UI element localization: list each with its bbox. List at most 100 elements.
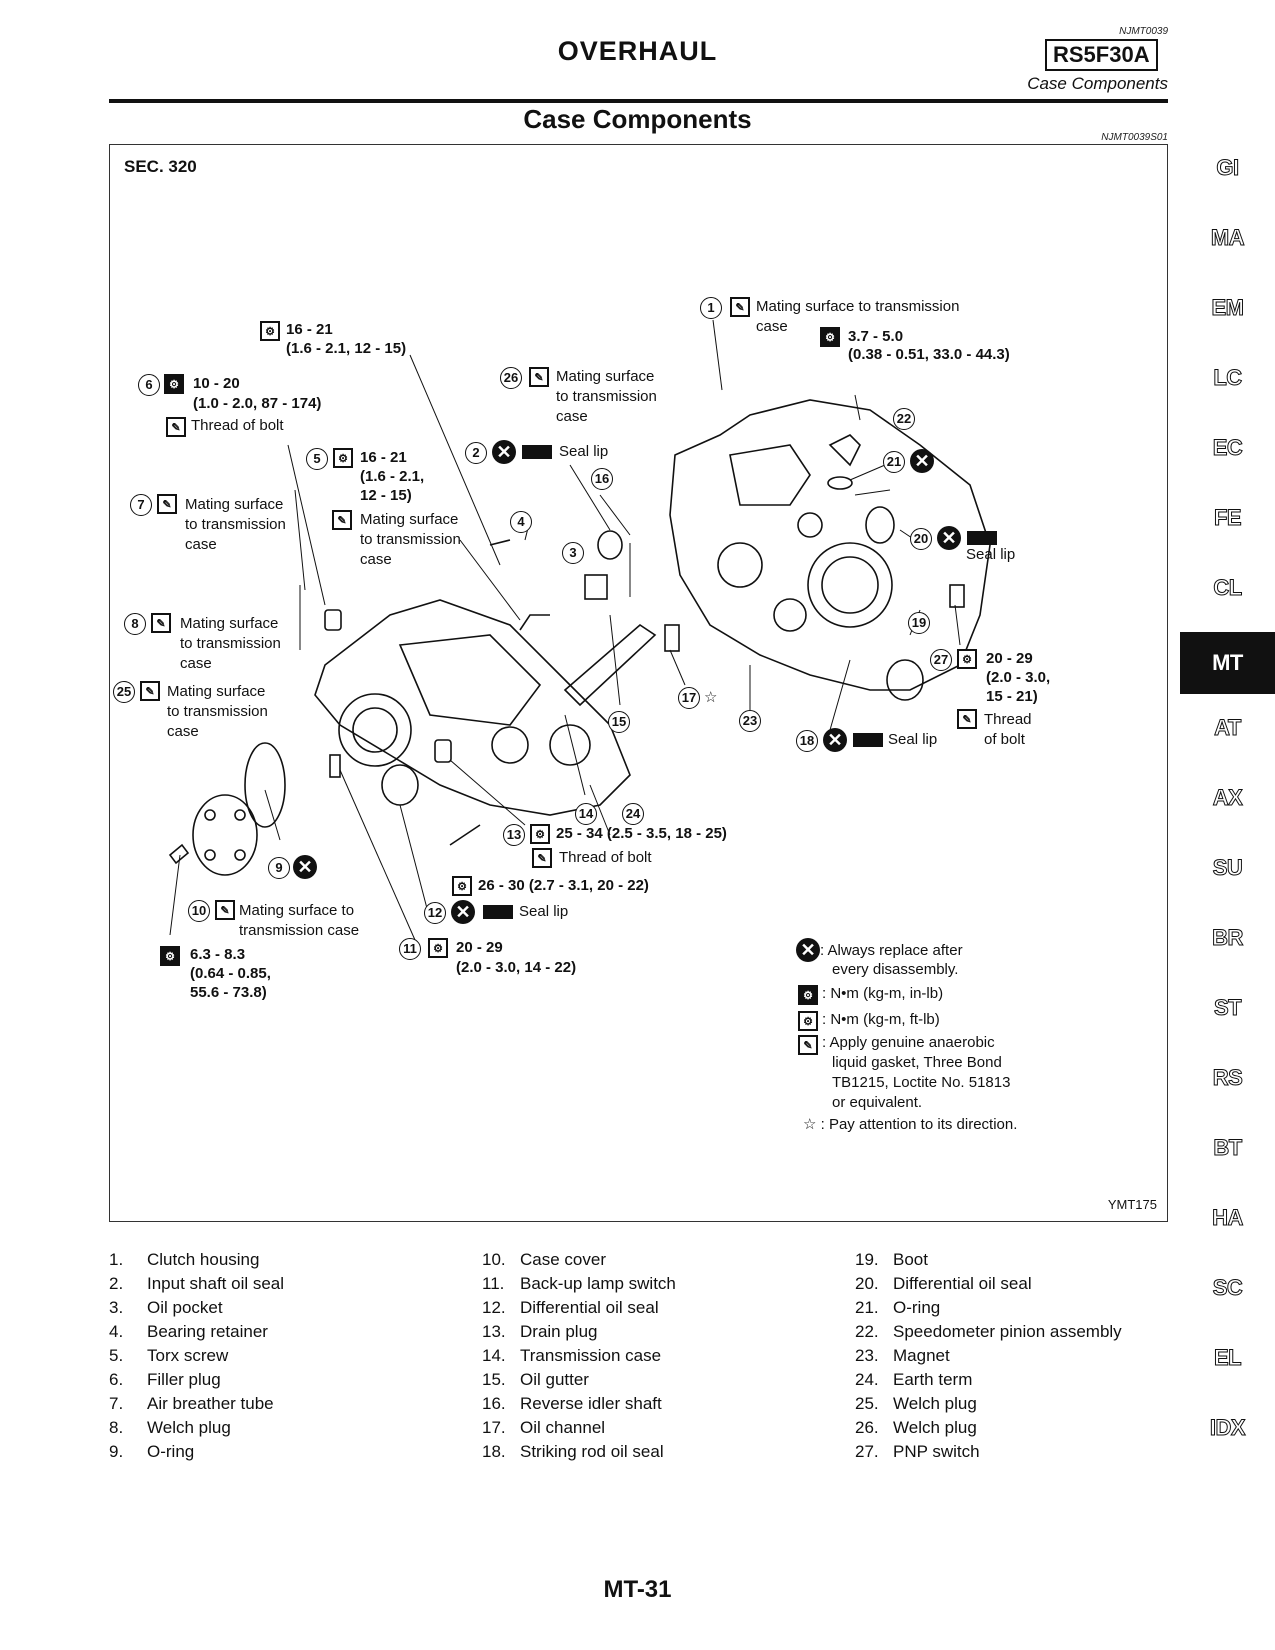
callout-13-line1: 25 - 34 (2.5 - 3.5, 18 - 25) <box>556 825 727 842</box>
callout-6-line2: (1.0 - 2.0, 87 - 174) <box>193 395 322 412</box>
callout-5-line1: 16 - 21 <box>360 449 407 466</box>
list-item: 4.Bearing retainer <box>109 1322 268 1341</box>
list-item: 19.Boot <box>855 1250 928 1269</box>
callout-9: 9 <box>268 857 290 879</box>
parts-list-col1: 1.Clutch housing 2.Input shaft oil seal … <box>109 1248 284 1464</box>
callout-24: 24 <box>622 803 644 825</box>
tab-mt[interactable]: MT <box>1180 632 1275 694</box>
callout-10-torque-3: 55.6 - 73.8) <box>190 984 267 1001</box>
tab-bt[interactable]: BT <box>1213 1135 1243 1161</box>
callout-26-line1: Mating surface <box>556 368 655 385</box>
tab-el[interactable]: EL <box>1213 1345 1242 1371</box>
gasket-icon: ✎ <box>140 681 160 701</box>
gasket-icon: ✎ <box>529 367 549 387</box>
callout-2: 2 <box>465 442 487 464</box>
callout-16: 16 <box>591 468 613 490</box>
model-badge: RS5F30A <box>1045 39 1158 71</box>
callout-1-torque-2: (0.38 - 0.51, 33.0 - 44.3) <box>848 346 1010 363</box>
callout-27-line1: 20 - 29 <box>986 650 1033 667</box>
callout-8: 8 <box>124 613 146 635</box>
legend-nm-inlb: : N•m (kg-m, in-lb) <box>822 985 944 1002</box>
callout-23: 23 <box>739 710 761 732</box>
seal-lip-icon <box>853 733 883 747</box>
torque-inlb-icon: ⚙ <box>798 985 818 1005</box>
list-item: 2.Input shaft oil seal <box>109 1274 285 1293</box>
replace-icon: ✕ <box>910 449 934 473</box>
tab-idx[interactable]: IDX <box>1209 1415 1246 1441</box>
tab-su[interactable]: SU <box>1212 855 1243 881</box>
legend-nm-ftlb: : N•m (kg-m, ft-lb) <box>822 1011 940 1028</box>
tab-fe[interactable]: FE <box>1213 505 1242 531</box>
tab-ax[interactable]: AX <box>1212 785 1243 811</box>
tab-at[interactable]: AT <box>1214 715 1242 741</box>
tab-lc[interactable]: LC <box>1213 365 1243 391</box>
callout-25-line2: to transmission <box>167 703 268 720</box>
tab-gi[interactable]: GI <box>1216 155 1240 181</box>
torque-ftlb-icon: ⚙ <box>428 938 448 958</box>
callout-5-line2: (1.6 - 2.1, <box>360 468 425 485</box>
callout-20: 20 <box>910 528 932 550</box>
tab-cl[interactable]: CL <box>1213 575 1243 601</box>
tab-em[interactable]: EM <box>1211 295 1245 321</box>
list-item: 10.Case cover <box>482 1250 606 1269</box>
callout-14: 14 <box>575 803 597 825</box>
page-subtitle: Case Components <box>1027 74 1168 93</box>
callout-12-line1: Seal lip <box>519 903 569 920</box>
callout-22: 22 <box>893 408 915 430</box>
document-code: NJMT0039 <box>1119 26 1168 37</box>
callout-8-line1: Mating surface <box>180 615 279 632</box>
list-item: 26.Welch plug <box>855 1418 977 1437</box>
callout-25: 25 <box>113 681 135 703</box>
list-item: 14.Transmission case <box>482 1346 662 1365</box>
callout-12-torque: 26 - 30 (2.7 - 3.1, 20 - 22) <box>478 877 649 894</box>
callout-13-line2: Thread of bolt <box>559 849 652 866</box>
tab-ha[interactable]: HA <box>1212 1205 1244 1231</box>
callout-26-line3: case <box>556 408 588 425</box>
gasket-icon: ✎ <box>166 417 186 437</box>
callout-7-line3: case <box>185 536 217 553</box>
callout-19: 19 <box>908 612 930 634</box>
list-item: 1.Clutch housing <box>109 1250 260 1269</box>
callout-4: 4 <box>510 511 532 533</box>
gasket-icon: ✎ <box>957 709 977 729</box>
replace-icon: ✕ <box>937 526 961 550</box>
callout-10-torque-1: 6.3 - 8.3 <box>190 946 246 963</box>
callout-6-line1: 10 - 20 <box>193 375 240 392</box>
callout-27-line3: 15 - 21) <box>986 688 1038 705</box>
legend-gasket-1: : Apply genuine anaerobic <box>822 1034 995 1051</box>
torque-inlb-icon: ⚙ <box>820 327 840 347</box>
callout-5-line5: to transmission <box>360 531 461 548</box>
tab-ec[interactable]: EC <box>1212 435 1243 461</box>
callout-3: 3 <box>562 542 584 564</box>
legend-gasket-4: or equivalent. <box>832 1094 923 1111</box>
transmission-case-drawing <box>314 599 631 816</box>
list-item: 13.Drain plug <box>482 1322 598 1341</box>
callout-20-line1: Seal lip <box>966 546 1016 563</box>
seal-lip-icon <box>483 905 513 919</box>
gasket-icon: ✎ <box>215 900 235 920</box>
list-item: 27.PNP switch <box>855 1442 980 1461</box>
callout-1: 1 <box>700 297 722 319</box>
legend-gasket-3: TB1215, Loctite No. 51813 <box>832 1074 1011 1091</box>
top-torque-1: 16 - 21 <box>286 321 333 338</box>
seal-lip-icon <box>967 531 997 545</box>
tab-sc[interactable]: SC <box>1212 1275 1243 1301</box>
figure-id: YMT175 <box>1107 1197 1157 1212</box>
list-item: 3.Oil pocket <box>109 1298 223 1317</box>
callout-21: 21 <box>883 451 905 473</box>
direction-star-icon: ☆ <box>704 689 718 706</box>
tab-st[interactable]: ST <box>1213 995 1242 1021</box>
callout-5-line3: 12 - 15) <box>360 487 412 504</box>
callout-13: 13 <box>503 824 525 846</box>
callout-11: 11 <box>399 938 421 960</box>
tab-ma[interactable]: MA <box>1210 225 1245 251</box>
replace-icon: ✕ <box>451 900 475 924</box>
gasket-icon: ✎ <box>332 510 352 530</box>
legend-gasket-2: liquid gasket, Three Bond <box>832 1054 1002 1071</box>
replace-icon: ✕ <box>492 440 516 464</box>
callout-11-line1: 20 - 29 <box>456 939 503 956</box>
tab-br[interactable]: BR <box>1212 925 1244 951</box>
callout-7-line2: to transmission <box>185 516 286 533</box>
tab-rs[interactable]: RS <box>1212 1065 1243 1091</box>
callout-8-line2: to transmission <box>180 635 281 652</box>
